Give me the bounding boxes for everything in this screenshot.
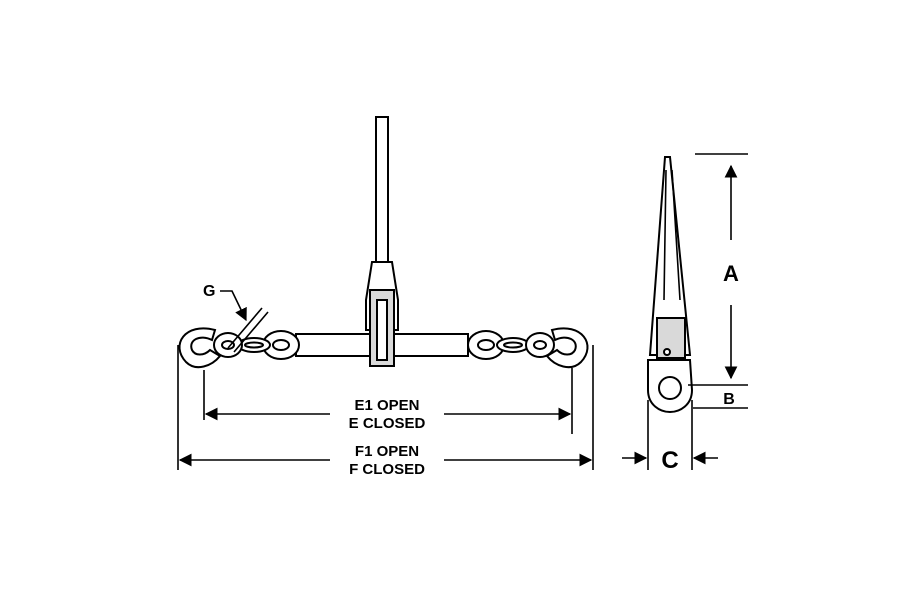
left-hook-chain bbox=[178, 307, 300, 369]
side-handle bbox=[648, 156, 692, 356]
handle-lever bbox=[375, 116, 389, 268]
label-c: C bbox=[661, 447, 678, 474]
side-view: A B C bbox=[622, 153, 748, 474]
g-leader bbox=[220, 290, 247, 322]
right-hook-chain bbox=[467, 327, 589, 369]
front-view: G E1 OPEN E CLOSED F1 OPEN F CLOSED bbox=[177, 116, 594, 478]
side-eye-hole bbox=[658, 376, 682, 400]
g-lug bbox=[227, 307, 263, 349]
side-body bbox=[656, 317, 686, 359]
label-f1-open: F1 OPEN bbox=[355, 443, 419, 460]
label-b: B bbox=[723, 391, 735, 408]
label-e-closed: E CLOSED bbox=[349, 415, 426, 432]
ratchet-slot bbox=[376, 299, 388, 361]
label-a: A bbox=[723, 261, 739, 286]
right-hook bbox=[545, 327, 589, 369]
label-f-closed: F CLOSED bbox=[349, 461, 425, 478]
label-g: G bbox=[203, 283, 215, 300]
left-hook bbox=[178, 327, 222, 369]
label-e1-open: E1 OPEN bbox=[354, 397, 419, 414]
